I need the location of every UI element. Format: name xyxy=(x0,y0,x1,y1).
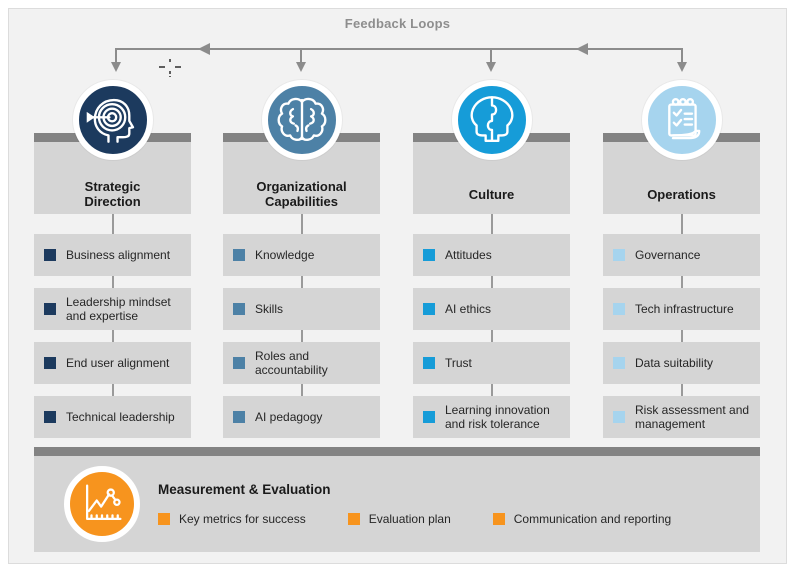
list-item: Knowledge xyxy=(223,234,380,276)
list-item: End user alignment xyxy=(34,342,191,384)
column-title: Organizational Capabilities xyxy=(256,179,347,209)
list-item: Data suitability xyxy=(603,342,760,384)
connector-line xyxy=(490,330,493,342)
line-chart-icon xyxy=(64,466,140,542)
connector-line xyxy=(680,214,683,234)
bullet-square xyxy=(44,411,56,423)
connector-line xyxy=(490,214,493,234)
measurement-items: Key metrics for success Evaluation plan … xyxy=(158,512,671,526)
connector-line xyxy=(111,276,114,288)
notepad-checklist-icon xyxy=(641,80,722,160)
connector-line xyxy=(490,276,493,288)
list-item: AI pedagogy xyxy=(223,396,380,438)
bullet-square xyxy=(423,357,435,369)
column-strategic-direction: Strategic Direction Business alignment L… xyxy=(34,80,191,438)
list-item: Risk assessment and management xyxy=(603,396,760,438)
list-item: Leadership mindset and expertise xyxy=(34,288,191,330)
measurement-item: Evaluation plan xyxy=(347,512,451,526)
column-title: Strategic Direction xyxy=(84,179,141,209)
bullet-square xyxy=(492,513,505,525)
list-item: Trust xyxy=(413,342,570,384)
bullet-square xyxy=(423,303,435,315)
bullet-square xyxy=(613,249,625,261)
list-item: Attitudes xyxy=(413,234,570,276)
bullet-square xyxy=(158,513,170,525)
feedback-loops-arrows xyxy=(111,43,687,72)
connector-line xyxy=(300,276,303,288)
list-item: Business alignment xyxy=(34,234,191,276)
measurement-title: Measurement & Evaluation xyxy=(158,482,331,497)
bullet-square xyxy=(613,303,625,315)
bullet-square xyxy=(44,357,56,369)
bullet-square xyxy=(233,303,245,315)
list-item: Learning innovation and risk tolerance xyxy=(413,396,570,438)
crosshair-cursor xyxy=(159,59,181,77)
column-title: Operations xyxy=(647,186,716,202)
connector-line xyxy=(680,384,683,396)
column-header: Operations xyxy=(603,80,760,214)
column-header: Strategic Direction xyxy=(34,80,191,214)
column-title: Culture xyxy=(468,186,515,202)
bullet-square xyxy=(347,513,360,525)
connector-line xyxy=(490,384,493,396)
diagram-panel: Feedback Loops xyxy=(8,8,787,564)
list-item: Roles and accountability xyxy=(223,342,380,384)
head-target-icon xyxy=(72,80,153,160)
bullet-square xyxy=(233,411,245,423)
list-item: Skills xyxy=(223,288,380,330)
feedback-loops-label: Feedback Loops xyxy=(344,16,451,31)
bullet-square xyxy=(44,249,56,261)
list-item: Governance xyxy=(603,234,760,276)
brain-icon xyxy=(261,80,342,160)
bullet-square xyxy=(233,249,245,261)
column-culture: Culture Attitudes AI ethics Trust Learni… xyxy=(413,80,570,438)
bullet-square xyxy=(44,303,56,315)
bullet-square xyxy=(423,411,435,423)
connector-line xyxy=(680,276,683,288)
connector-line xyxy=(300,384,303,396)
connector-line xyxy=(300,214,303,234)
connector-line xyxy=(111,384,114,396)
measurement-content: Measurement & Evaluation Key metrics for… xyxy=(158,482,671,526)
measurement-strip xyxy=(34,447,760,456)
list-item: Technical leadership xyxy=(34,396,191,438)
bullet-square xyxy=(233,357,245,369)
arrowheads xyxy=(111,43,687,72)
measurement-box: Measurement & Evaluation Key metrics for… xyxy=(34,456,760,552)
bullet-square xyxy=(423,249,435,261)
column-header: Organizational Capabilities xyxy=(223,80,380,214)
connector-line xyxy=(680,330,683,342)
measurement-item: Key metrics for success xyxy=(158,512,306,526)
connector-line xyxy=(300,330,303,342)
bullet-square xyxy=(613,357,625,369)
connector-line xyxy=(111,330,114,342)
column-operations: Operations Governance Tech infrastructur… xyxy=(603,80,760,438)
bullet-square xyxy=(613,411,625,423)
measurement-item: Communication and reporting xyxy=(492,512,671,526)
list-item: Tech infrastructure xyxy=(603,288,760,330)
connector-line xyxy=(111,214,114,234)
column-organizational-capabilities: Organizational Capabilities Knowledge Sk… xyxy=(223,80,380,438)
measurement-evaluation-section: Measurement & Evaluation Key metrics for… xyxy=(34,447,760,552)
column-header: Culture xyxy=(413,80,570,214)
list-item: AI ethics xyxy=(413,288,570,330)
head-puzzle-icon xyxy=(451,80,532,160)
